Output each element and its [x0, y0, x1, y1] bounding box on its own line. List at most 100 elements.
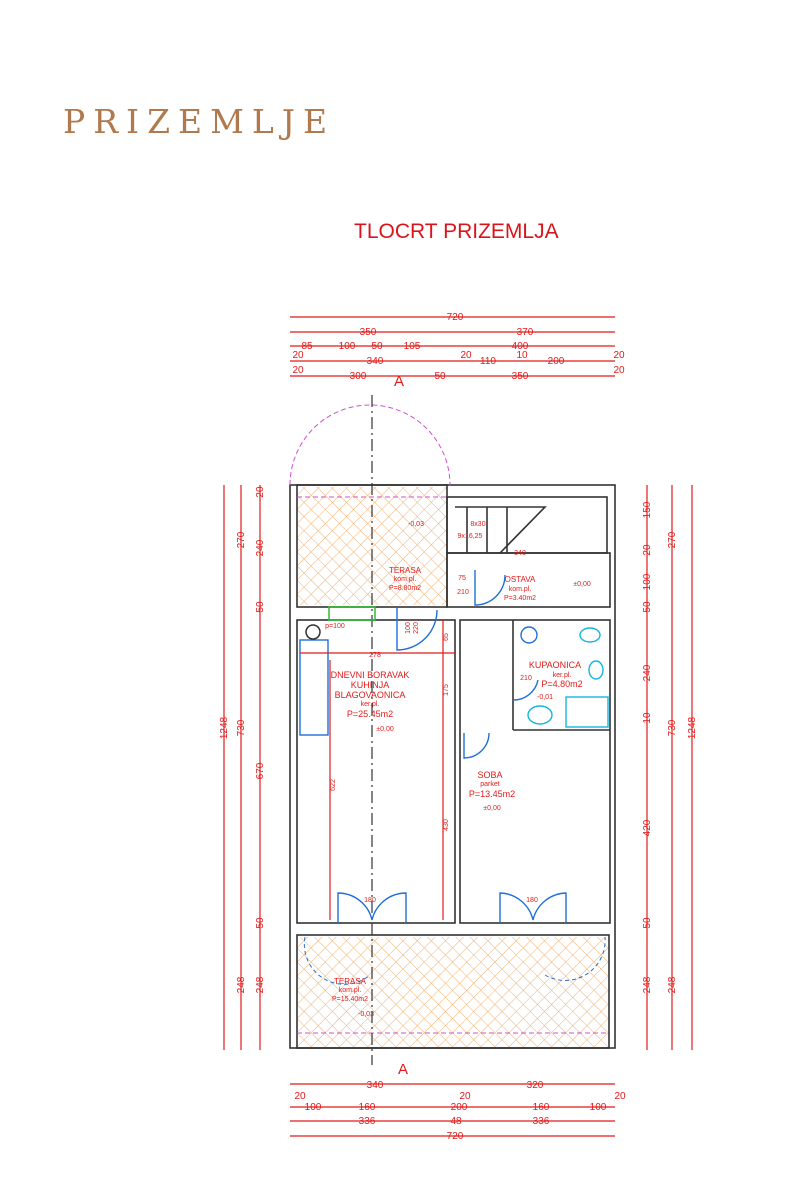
svg-text:TERASA: TERASA — [334, 977, 367, 986]
dim-label: 10 — [642, 712, 653, 724]
soba-door[interactable] — [463, 732, 490, 759]
dim-label: 240 — [255, 539, 266, 556]
room-terasa-bottom: TERASA kom.pl. P=15.40m2 -0,03 — [332, 977, 374, 1018]
dim-label: 50 — [642, 601, 653, 613]
ostava-width: 340 — [514, 550, 526, 557]
svg-text:-0,03: -0,03 — [408, 521, 424, 528]
dim-label: 50 — [255, 917, 266, 929]
dim-label: 248 — [255, 976, 266, 993]
dim-label: 240 — [642, 664, 653, 681]
dim-label: 430 — [443, 819, 450, 831]
svg-text:SOBA: SOBA — [477, 770, 502, 780]
dim-label: 622 — [330, 779, 337, 791]
svg-text:P=25.45m2: P=25.45m2 — [347, 709, 393, 719]
door-label: 180 — [526, 897, 538, 904]
dim-label: 350 — [512, 371, 529, 382]
dim-label: 20 — [614, 1091, 626, 1102]
svg-text:TERASA: TERASA — [389, 566, 422, 575]
parapet-label: p=100 — [325, 623, 345, 630]
door-label: 180 — [364, 897, 376, 904]
svg-text:P=15.40m2: P=15.40m2 — [332, 996, 368, 1003]
balcony-door-left[interactable] — [337, 892, 407, 923]
washing-machine-icon — [520, 626, 538, 644]
svg-text:-0,01: -0,01 — [537, 694, 553, 701]
dim-label: 160 — [359, 1102, 376, 1113]
dim-label: 50 — [371, 341, 383, 352]
svg-text:parket: parket — [480, 781, 500, 788]
room-dnevni-boravak: DNEVNI BORAVAK KUHINJA BLAGOVAONICA ker.… — [331, 670, 410, 733]
svg-text:-0,03: -0,03 — [358, 1011, 374, 1018]
dim-label: 400 — [512, 341, 529, 352]
svg-text:ker.pl.: ker.pl. — [361, 701, 380, 708]
balcony-door-right[interactable] — [499, 892, 567, 923]
dim-label: 248 — [236, 976, 247, 993]
dim-label: 248 — [642, 976, 653, 993]
dim-label: 270 — [667, 531, 678, 548]
dim-label: 720 — [447, 1131, 464, 1142]
dim-label: 300 — [350, 371, 367, 382]
dim-label: 730 — [667, 719, 678, 736]
dim-label: 50 — [642, 917, 653, 929]
door-label: 100 — [405, 622, 412, 634]
svg-text:kom.pl.: kom.pl. — [509, 586, 532, 593]
shower-icon — [565, 696, 609, 728]
balcony-arc — [289, 404, 451, 486]
dim-label: 350 — [360, 327, 377, 338]
section-marker-bottom: A — [398, 1061, 408, 1078]
svg-text:KUPAONICA: KUPAONICA — [529, 660, 581, 670]
section-marker-top: A — [394, 373, 404, 390]
left-dimensions: 1248 270 730 248 20 240 50 670 50 248 — [219, 485, 266, 1050]
entry-door[interactable] — [396, 607, 438, 651]
ostava-door[interactable] — [474, 570, 506, 606]
svg-text:BLAGOVAONICA: BLAGOVAONICA — [335, 690, 406, 700]
dim-label: 100 — [305, 1102, 322, 1113]
dim-label: 100 — [339, 341, 356, 352]
window — [328, 606, 376, 621]
bidet-icon — [588, 660, 604, 680]
dim-label: 175 — [443, 684, 450, 696]
stairs-label: 9x16,25 — [458, 533, 483, 540]
dim-label: 50 — [434, 371, 446, 382]
dim-label: 50 — [255, 601, 266, 613]
svg-text:±0,00: ±0,00 — [483, 805, 501, 812]
room-soba: SOBA parket P=13.45m2 ±0,00 — [469, 770, 515, 812]
door-label: 220 — [413, 622, 420, 634]
dim-label: 340 — [367, 1080, 384, 1091]
dim-label: 48 — [450, 1116, 462, 1127]
terrace-bottom-hatch — [297, 937, 609, 1047]
door-label: 210 — [457, 589, 469, 596]
dim-label: 340 — [367, 356, 384, 367]
dim-label: 278 — [369, 652, 381, 659]
svg-text:P=3.40m2: P=3.40m2 — [504, 595, 536, 602]
dim-label: 20 — [294, 1091, 306, 1102]
dim-label: 730 — [236, 719, 247, 736]
room-terasa-top: TERASA kom.pl. P=8.80m2 -0,03 — [389, 521, 424, 592]
dim-label: 270 — [236, 531, 247, 548]
bathroom-door[interactable] — [512, 679, 539, 701]
dim-label: 336 — [359, 1116, 376, 1127]
dim-label: 65 — [443, 633, 450, 641]
sink-icon — [527, 705, 553, 725]
svg-text:kom.pl.: kom.pl. — [394, 576, 417, 583]
dim-label: 150 — [642, 501, 653, 518]
stairs-label: 8x30 — [470, 521, 485, 528]
dim-label: 320 — [527, 1080, 544, 1091]
dim-label: 20 — [460, 350, 472, 361]
dim-label: 110 — [480, 356, 496, 367]
dim-label: 420 — [642, 819, 653, 836]
door-swing-arcs — [303, 936, 606, 985]
room-kupaonica: KUPAONICA ker.pl. P=4.80m2 -0,01 — [529, 660, 583, 701]
svg-text:ker.pl.: ker.pl. — [553, 672, 572, 679]
kitchen-counter — [299, 639, 329, 736]
toilet-icon — [579, 627, 601, 643]
plan-title: TLOCRT PRIZEMLJA — [354, 220, 559, 243]
dim-label: 105 — [404, 341, 421, 352]
dim-label: 20 — [459, 1091, 471, 1102]
dim-label: 20 — [292, 350, 304, 361]
dim-label: 336 — [533, 1116, 550, 1127]
dim-label: 370 — [517, 327, 534, 338]
dim-label: 100 — [642, 573, 653, 590]
page-title: PRIZEMLJE — [63, 102, 336, 141]
dim-label: 20 — [642, 544, 653, 556]
svg-text:±0,00: ±0,00 — [573, 581, 591, 588]
